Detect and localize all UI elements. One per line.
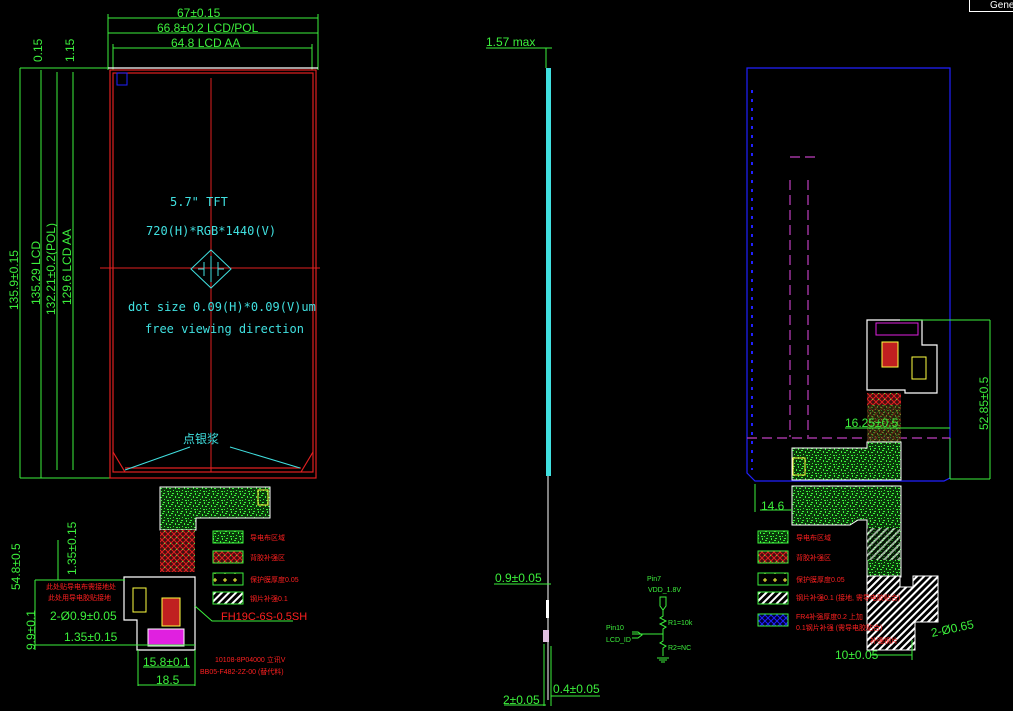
dim-height-aa: 129.6 LCD AA (60, 229, 74, 305)
legend-swatch-fr4 (757, 613, 789, 627)
dim-04: 0.4±0.05 (553, 682, 600, 696)
dim-2: 2±0.05 (503, 693, 540, 707)
dim-height-total: 135.9±0.15 (7, 250, 21, 310)
legend-label: 导电布区域 (796, 533, 831, 542)
tab-gene[interactable]: Gene (969, 0, 1013, 12)
dim-thickness: 1.57 max (486, 35, 535, 49)
dim-5285: 52.85±0.5 (977, 376, 991, 430)
dim-1625: 16.25±0.5 (845, 416, 899, 430)
pin10-label: Pin10 (606, 625, 624, 632)
legend-swatch-stiffener (212, 591, 244, 605)
legend-swatch-adhesive (212, 550, 244, 564)
panel-viewing-direction: free viewing direction (145, 322, 304, 336)
stiffener-label: 补强钢片 (870, 636, 898, 645)
dim-9-9: 9.9±0.1 (24, 610, 38, 650)
dim-135-b: 1.35±0.15 (64, 630, 118, 644)
legend-label: 钢片补强0.1 (接地, 需导电胶贴合) (796, 593, 900, 602)
side-note-2: 此处用导电胶贴接地 (48, 593, 111, 602)
legend-label: 背胶补强区 (250, 553, 285, 562)
vdd-label: VDD_1.8V (648, 587, 681, 594)
side-note-1: 此处贴导电布需接地处 (46, 582, 116, 591)
legend-swatch-conductive (757, 530, 789, 544)
silver-paste-label: 点银浆 (183, 431, 219, 446)
dim-width-lcd-aa: 64.8 LCD AA (171, 36, 240, 50)
connector-note-1: 10108-8P04000 立讯V (215, 655, 286, 664)
dim-09: 0.9±0.05 (495, 571, 542, 585)
legend-swatch-conductive (212, 530, 244, 544)
back-view: 16.25±0.5 52.85±0.5 14.6 10±0.05 2-Ø0.65… (746, 67, 991, 662)
front-view: 67±0.15 66.8±0.2 LCD/POL 64.8 LCD AA 0.1… (7, 6, 320, 687)
dim-fpc-width: 18.5 (156, 673, 180, 687)
legend-label: 导电布区域 (250, 533, 285, 542)
dim-10: 10±0.05 (835, 648, 879, 662)
dim-width-lcd-pol: 66.8±0.2 LCD/POL (157, 21, 259, 35)
pin7-label: Pin7 (647, 576, 661, 583)
legend-label: 钢片补强0.1 (250, 594, 288, 603)
panel-dot-size: dot size 0.09(H)*0.09(V)um (128, 300, 316, 314)
dim-offset-115: 1.15 (63, 38, 77, 62)
connector-note-2: BB05-F482-2Z-00 (替代料) (200, 667, 284, 676)
legend-swatch-coverlay (212, 572, 244, 586)
dim-width-total: 67±0.15 (177, 6, 221, 20)
legend-label: 0.1钢片补强 (需导电胶贴合) (796, 623, 882, 632)
r1-label: R1=10k (668, 620, 693, 627)
legend-label: 背胶补强区 (796, 553, 831, 562)
dim-fpc-length: 54.8±0.5 (9, 543, 23, 590)
lcd-id-schematic: Pin7 VDD_1.8V R1=10k Pin10 LCD_ID R2=NC (606, 576, 693, 663)
legend-label: FR4补强厚度0.2 上加 (796, 612, 863, 621)
connector-part-number: FH19C-6S-0.5SH (221, 611, 307, 623)
lcd-id-label: LCD_ID (606, 637, 631, 644)
r2-label: R2=NC (668, 645, 691, 652)
dim-offset-015: 0.15 (31, 38, 45, 62)
legend-swatch-adhesive (757, 550, 789, 564)
dim-135-a: 1.35±0.15 (65, 521, 79, 575)
legend-label: 保护膜厚度0.05 (250, 575, 299, 584)
side-view: 1.57 max 0.9±0.05 2±0.05 0.4±0.05 Pin7 V… (486, 35, 693, 707)
panel-resolution: 720(H)*RGB*1440(V) (146, 224, 276, 238)
dim-height-pol: 132.21±0.2(POL) (44, 223, 58, 315)
dim-height-lcd: 135.29 LCD (29, 241, 43, 305)
dim-holes: 2-Ø0.9±0.05 (50, 609, 117, 623)
legend-swatch-stiffener (757, 591, 789, 605)
dim-146: 14.6 (761, 499, 785, 513)
panel-size-label: 5.7" TFT (170, 195, 228, 209)
legend-label: 保护膜厚度0.05 (796, 575, 845, 584)
legend-swatch-coverlay (757, 572, 789, 586)
dim-conn-width: 15.8±0.1 (143, 655, 190, 669)
viewing-direction-icon (190, 249, 232, 289)
